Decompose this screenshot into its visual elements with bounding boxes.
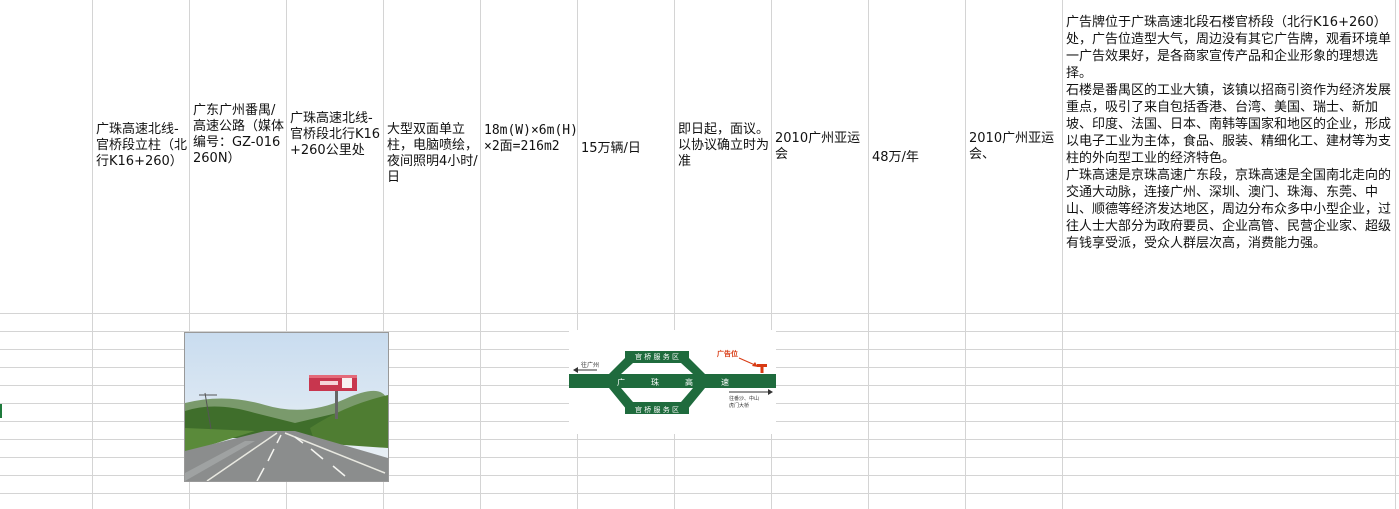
- map-right-direction-2: 虎门大桥: [729, 402, 749, 409]
- grid-line: [771, 0, 772, 509]
- grid-line: [674, 0, 675, 509]
- location-map-image: 官 桥 服 务 区 官 桥 服 务 区 广 珠 高 速 往广州 往番沙、中山 虎…: [569, 330, 776, 434]
- grid-line: [286, 0, 287, 509]
- map-road-char: 高: [685, 377, 693, 387]
- cell-event-2[interactable]: 2010广州亚运会、: [969, 131, 1055, 162]
- location-map[interactable]: 官 桥 服 务 区 官 桥 服 务 区 广 珠 高 速 往广州 往番沙、中山 虎…: [569, 330, 776, 434]
- cell-availability[interactable]: 即日起，面议。以协议确立时为准: [678, 122, 770, 169]
- billboard-photo-image: [185, 333, 388, 481]
- billboard-photo[interactable]: [184, 332, 389, 482]
- cell-description[interactable]: 广告牌位于广珠高速北段石楼官桥段（北行K16+260）处，广告位造型大气，周边没…: [1066, 14, 1394, 252]
- grid-line: [1395, 0, 1396, 509]
- cell-location[interactable]: 广东广州番禺/高速公路（媒体编号：GZ-016260N）: [193, 103, 285, 166]
- map-service-area-bottom: 官 桥 服 务 区: [635, 405, 679, 414]
- map-left-direction: 往广州: [581, 361, 599, 369]
- cell-size[interactable]: 18m(W)×6m(H)×2面=216m2: [484, 123, 578, 154]
- grid-line: [868, 0, 869, 509]
- map-ad-label: 广告位: [717, 349, 738, 358]
- description-paragraph: 广珠高速是京珠高速广东段，京珠高速是全国南北走向的交通大动脉，连接广州、深圳、澳…: [1066, 168, 1392, 251]
- grid-line: [0, 313, 1399, 314]
- map-right-direction: 往番沙、中山: [729, 395, 759, 402]
- cell-media-name[interactable]: 广珠高速北线-官桥段立柱（北行K16+260）: [96, 122, 188, 169]
- map-road-char: 速: [721, 378, 729, 387]
- active-cell-marker: [0, 404, 2, 418]
- cell-form[interactable]: 大型双面单立柱，电脑喷绘，夜间照明4小时/日: [387, 122, 479, 185]
- grid-line: [577, 0, 578, 509]
- grid-line: [0, 493, 1399, 494]
- cell-price[interactable]: 48万/年: [872, 150, 919, 165]
- grid-line: [0, 475, 1399, 476]
- map-road-char: 珠: [651, 377, 659, 387]
- cell-traffic[interactable]: 15万辆/日: [581, 141, 641, 156]
- grid-line: [1062, 0, 1063, 509]
- map-service-area-top: 官 桥 服 务 区: [635, 352, 679, 361]
- cell-event[interactable]: 2010广州亚运会: [775, 131, 861, 162]
- grid-line: [383, 0, 384, 509]
- cell-position[interactable]: 广珠高速北线-官桥段北行K16+260公里处: [290, 111, 381, 158]
- map-ad-marker-icon: [757, 364, 767, 367]
- grid-line: [189, 0, 190, 509]
- grid-line: [92, 0, 93, 509]
- map-road-char: 广: [617, 377, 625, 387]
- description-paragraph: 石楼是番禺区的工业大镇，该镇以招商引资作为经济发展重点，吸引了来自包括香港、台湾…: [1066, 83, 1392, 166]
- grid-line: [965, 0, 966, 509]
- grid-line: [0, 457, 1399, 458]
- description-paragraph: 广告牌位于广珠高速北段石楼官桥段（北行K16+260）处，广告位造型大气，周边没…: [1066, 15, 1392, 81]
- grid-line: [480, 0, 481, 509]
- grid-line: [0, 439, 1399, 440]
